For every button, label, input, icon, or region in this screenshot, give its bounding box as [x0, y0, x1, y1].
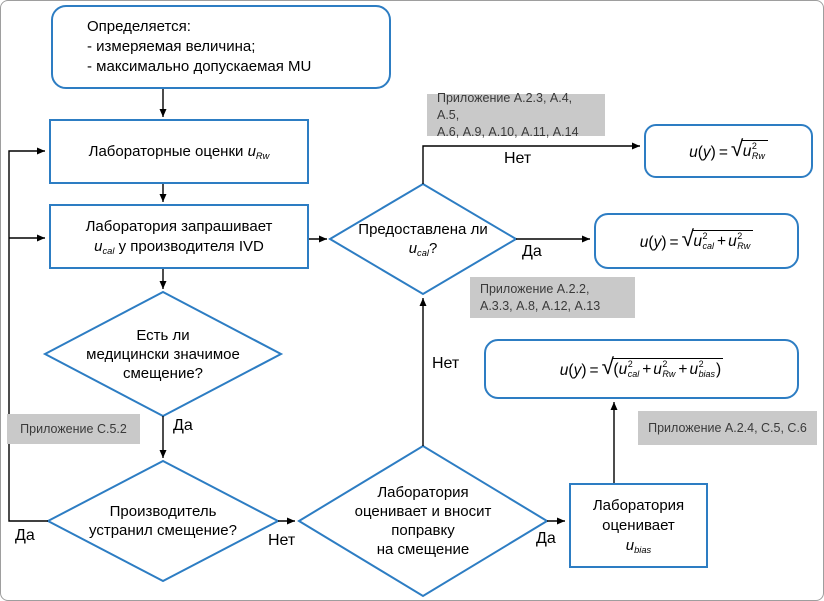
edge-label-provided-no: Нет: [504, 150, 532, 167]
edge-label-correct-no: Нет: [432, 355, 460, 372]
decision-manufacturer-fixed: Производитель устранил смещение?: [89, 503, 237, 539]
edge-label-fixed-no: Нет: [268, 532, 296, 549]
node-label: Лаборатория запрашивает: [85, 218, 273, 235]
math-var: u: [247, 142, 256, 160]
node-label: Лабораторные оценки uRw: [88, 142, 270, 161]
edge-label-provided-yes: Да: [522, 243, 542, 260]
math-var: u: [625, 536, 635, 554]
node-lab-estimates-ubias: Лаборатория оценивает ubias: [569, 483, 708, 568]
edge-label-fixed-yes: Да: [15, 527, 35, 544]
edge-label-bias-yes: Да: [173, 417, 193, 434]
start-line: - максимально допускаемая MU: [87, 58, 312, 75]
math-var: u: [408, 239, 418, 257]
annotation-appendix-a24: Приложение А.2.4, С.5, С.6: [638, 411, 817, 445]
math-var: u: [94, 237, 103, 255]
flow-arrows: [8, 89, 640, 525]
start-line: - измеряемая величина;: [87, 38, 256, 55]
start-node: Определяется: - измеряемая величина; - м…: [51, 5, 391, 89]
decision-ucal-provided: Предоставлена ли ucal?: [358, 220, 488, 258]
decision-lab-corrects: Лаборатория оценивает и вносит поправку …: [354, 484, 492, 558]
start-line: Определяется:: [87, 18, 191, 35]
edge-label-correct-yes: Да: [536, 530, 556, 547]
annotation-appendix-a22: Приложение А.2.2, А.3.3, А.8, А.12, А.13: [470, 277, 635, 318]
annotation-appendix-a23: Приложение А.2.3, А.4, А.5, А.6, А.9, А.…: [427, 91, 605, 139]
annotation-appendix-c52: Приложение С.5.2: [7, 414, 140, 444]
decision-bias-significant: Есть ли медицински значимое смещение?: [86, 326, 240, 382]
node-lab-estimates-urw: Лабораторные оценки uRw: [49, 119, 309, 184]
node-lab-requests-ucal: Лаборатория запрашивает ucal у производи…: [49, 204, 309, 269]
decision-bias-significant-shape: [42, 290, 284, 418]
node-label: ucal у производителя IVD: [94, 237, 264, 256]
